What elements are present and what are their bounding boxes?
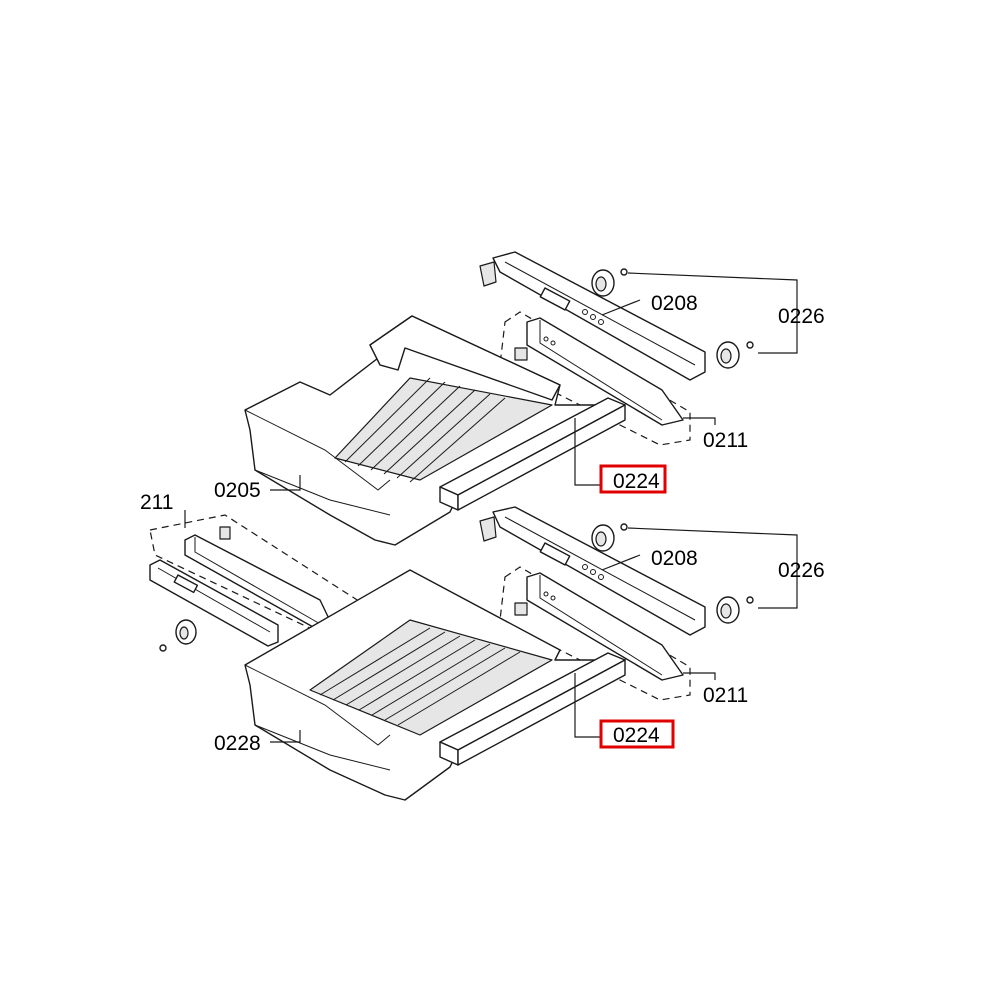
- lower-drawer-0228: [244, 569, 626, 801]
- highlight-box-lower-0224: [599, 719, 675, 749]
- label-lower-0228: 0228: [214, 732, 261, 755]
- label-upper-0226: 0226: [778, 305, 825, 328]
- upper-bushing-b: [716, 341, 754, 369]
- label-lower-left-0211: 211: [140, 491, 173, 514]
- lower-left-bracket: [149, 514, 366, 652]
- label-upper-0205: 0205: [214, 479, 261, 502]
- lower-slide-rail: [479, 506, 706, 636]
- label-lower-0211: 0211: [703, 684, 748, 707]
- lower-bushing-b: [716, 596, 754, 624]
- highlight-box-upper-0224: [599, 464, 667, 494]
- label-lower-0224: 0224: [613, 724, 660, 747]
- upper-bracket-0211: [499, 311, 691, 446]
- upper-bushing-a: [591, 268, 628, 297]
- leader-lines: [184, 272, 798, 743]
- upper-drawer-0205: [244, 315, 626, 546]
- label-upper-0208: 0208: [651, 292, 698, 315]
- label-lower-0208: 0208: [651, 547, 698, 570]
- lower-bushing-a: [591, 523, 628, 552]
- label-lower-0226: 0226: [778, 559, 825, 582]
- lower-bracket-0211: [499, 566, 691, 701]
- label-upper-0211: 0211: [703, 429, 748, 452]
- label-upper-0224: 0224: [613, 470, 660, 493]
- upper-slide-rail: [479, 251, 706, 381]
